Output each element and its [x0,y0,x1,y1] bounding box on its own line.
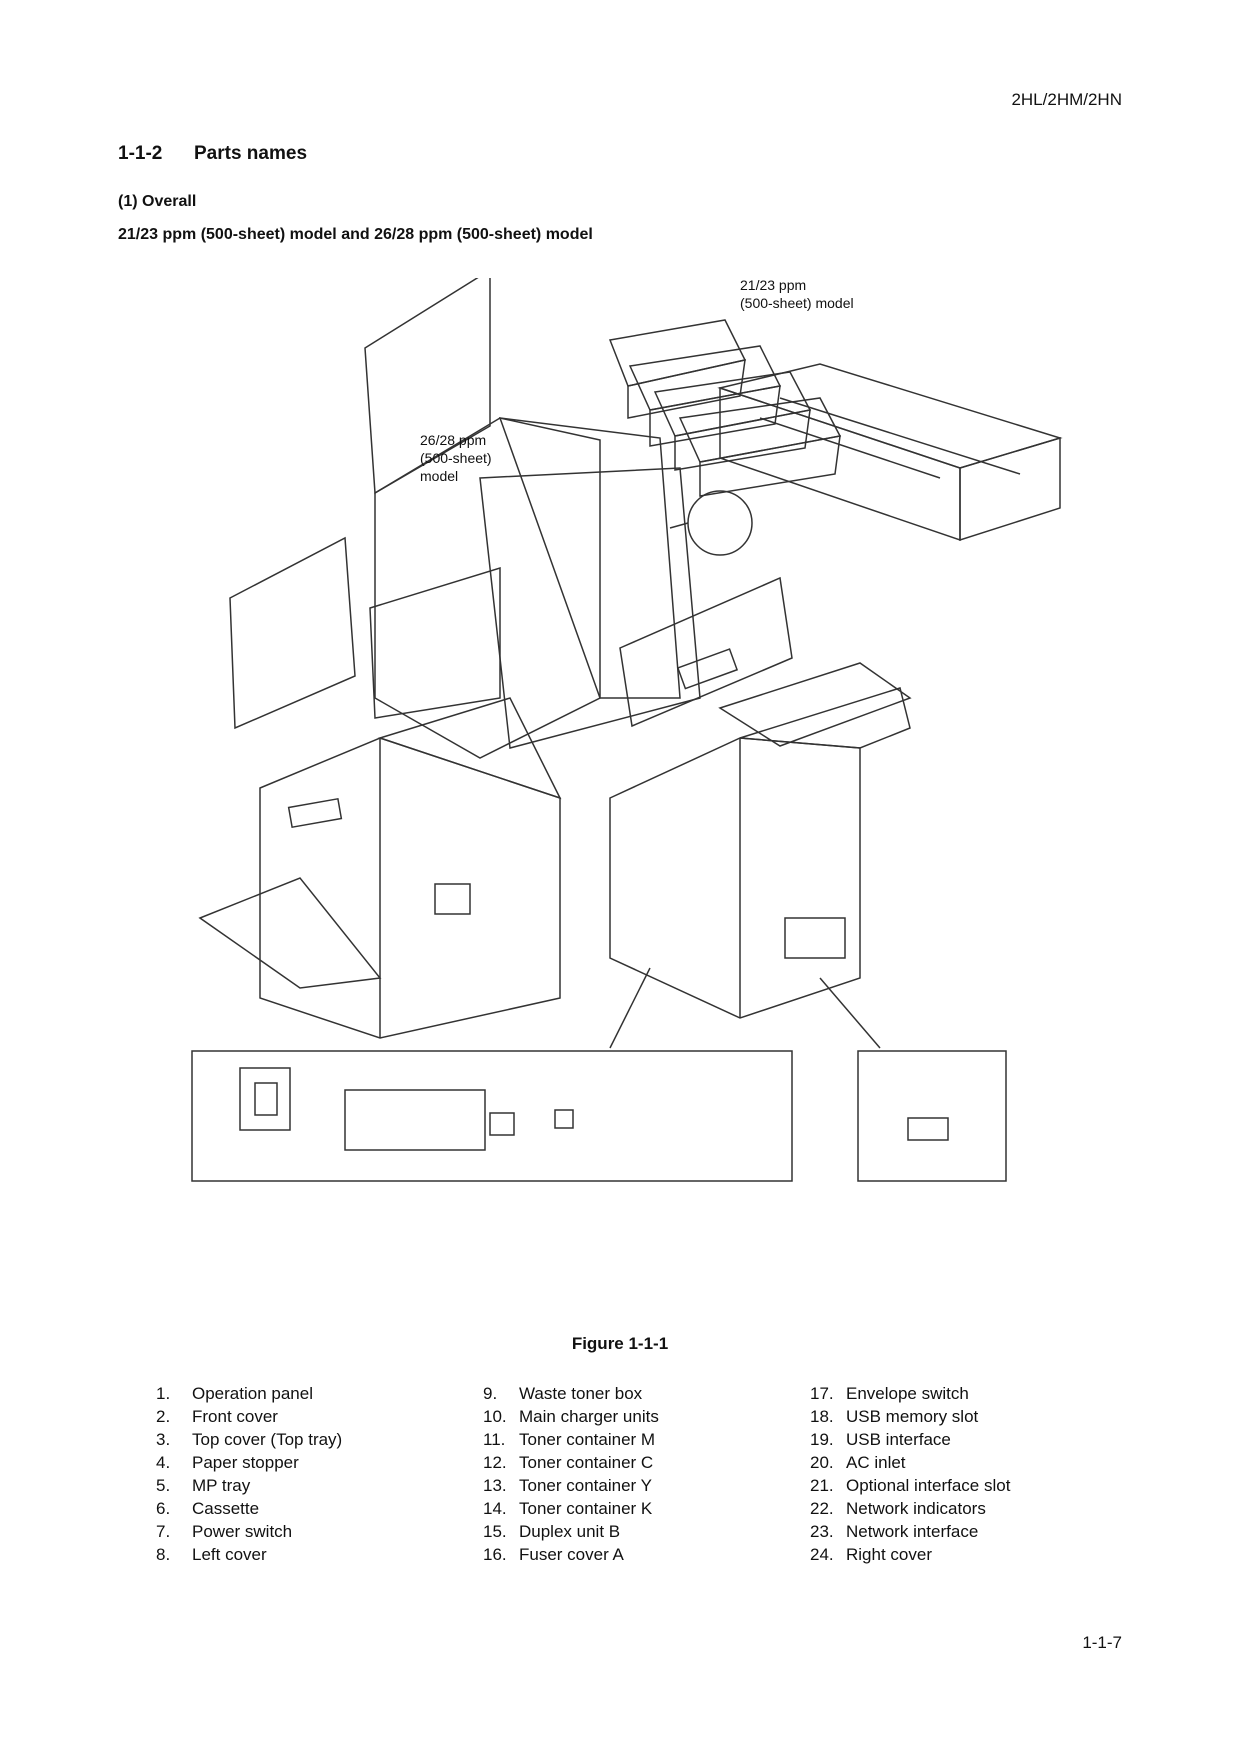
list-item: 24.Right cover [810,1545,932,1564]
list-item: 15.Duplex unit B [483,1522,621,1541]
parts-list-column-3: 17.Envelope switch 18.USB memory slot 19… [810,1382,1010,1566]
callout-2628-line3: model [420,468,458,484]
printer-rear-view-illustration [609,662,912,1019]
document-code: 2HL/2HM/2HN [1011,90,1122,109]
cassette-illustration [717,363,1063,542]
section-heading: 1-1-2 Parts names [118,143,307,165]
parts-figure: 21/23 ppm (500-sheet) model 26/28 ppm (5… [191,278,1063,1182]
list-item: 11.Toner container M [483,1430,656,1449]
list-item: 21.Optional interface slot [810,1476,1011,1495]
list-item: 9.Waste toner box [483,1384,643,1403]
parts-list-column-1: 1.Operation panel 2.Front cover 3.Top co… [156,1382,342,1566]
printer-front-view-illustration [198,697,562,1039]
list-item: 23.Network interface [810,1522,979,1541]
connector-detail-callouts [191,967,1007,1182]
list-item: 18.USB memory slot [810,1407,979,1426]
section-number: 1-1-2 [118,143,163,164]
subsection-heading: (1) Overall [118,193,197,210]
list-item: 19.USB interface [810,1430,951,1449]
list-item: 3.Top cover (Top tray) [156,1430,343,1449]
section-title: Parts names [194,143,308,164]
list-item: 17.Envelope switch [810,1384,969,1403]
callout-2628-line1: 26/28 ppm [420,432,486,448]
list-item: 5.MP tray [156,1476,251,1495]
list-item: 20.AC inlet [810,1453,906,1472]
callout-2123-line1: 21/23 ppm [740,278,806,293]
list-item: 2.Front cover [156,1407,278,1426]
list-item: 10.Main charger units [483,1407,659,1426]
list-item: 13.Toner container Y [483,1476,652,1495]
model-line: 21/23 ppm (500-sheet) model and 26/28 pp… [118,226,593,243]
callout-labels: 21/23 ppm (500-sheet) model 26/28 ppm (5… [420,278,854,484]
callout-2123-line2: (500-sheet) model [740,295,854,311]
list-item: 1.Operation panel [156,1384,313,1403]
page-number: 1-1-7 [1082,1633,1122,1652]
list-item: 7.Power switch [156,1522,293,1541]
list-item: 6.Cassette [156,1499,260,1518]
open-printer-illustration [229,278,793,759]
list-item: 8.Left cover [156,1545,267,1564]
list-item: 22.Network indicators [810,1499,986,1518]
list-item: 16.Fuser cover A [483,1545,624,1564]
figure-caption: Figure 1-1-1 [571,1334,669,1353]
list-item: 4.Paper stopper [156,1453,299,1472]
list-item: 12.Toner container C [483,1453,654,1472]
parts-list-column-2: 9.Waste toner box 10.Main charger units … [483,1382,659,1566]
list-item: 14.Toner container K [483,1499,653,1518]
callout-2628-line2: (500-sheet) [420,450,492,466]
